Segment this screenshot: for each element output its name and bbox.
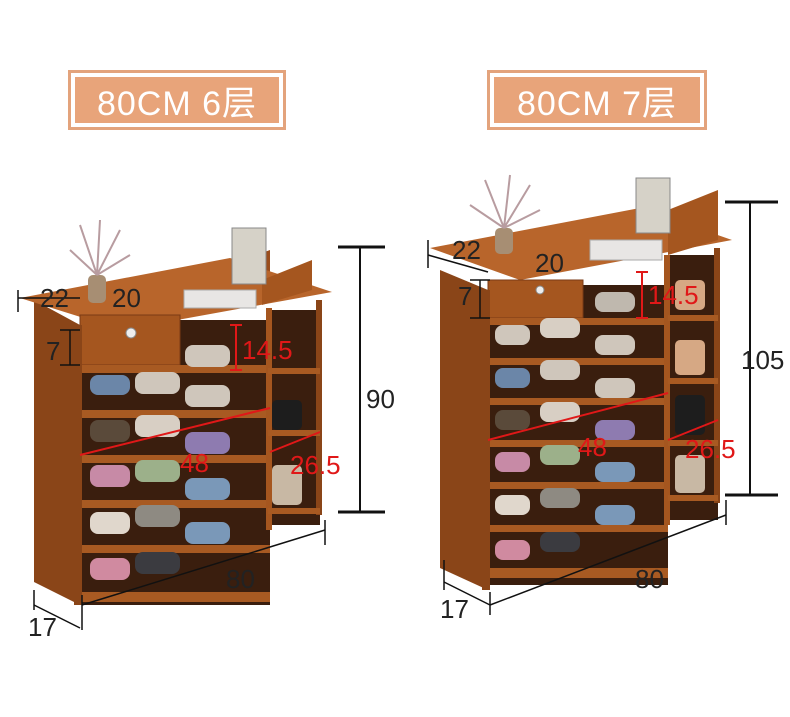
left-red-dimension-lines — [79, 324, 321, 456]
left-dimension-lines — [17, 245, 385, 630]
right-dimension-lines — [427, 200, 778, 615]
right-drawer-height-label: 7 — [458, 281, 473, 311]
left-side-width-label: 26.5 — [290, 450, 341, 480]
left-title-box: 80CM 6层 — [68, 70, 286, 130]
right-side-width-label: 26.5 — [685, 434, 736, 464]
right-drawer-width-label: 20 — [535, 248, 564, 278]
right-depth-label: 17 — [440, 594, 469, 624]
right-title-box: 80CM 7层 — [487, 70, 707, 130]
left-depth-label: 17 — [28, 612, 57, 642]
left-shelf-width-label: 48 — [180, 448, 209, 478]
right-red-dimension-lines — [487, 271, 719, 441]
right-width-label: 80 — [635, 564, 664, 594]
left-height-label: 90 — [366, 384, 395, 414]
left-gap-label: 14.5 — [242, 335, 293, 365]
left-width-label: 80 — [226, 564, 255, 594]
right-depth-top-label: 22 — [452, 235, 481, 265]
left-drawer-width-label: 20 — [112, 283, 141, 313]
right-shoe-cabinet — [430, 174, 732, 590]
left-depth-top-label: 22 — [40, 283, 69, 313]
right-gap-label: 14.5 — [648, 280, 699, 310]
left-drawer-height-label: 7 — [46, 336, 61, 366]
left-shoe-cabinet — [20, 219, 332, 605]
right-shelf-width-label: 48 — [578, 432, 607, 462]
right-height-label: 105 — [741, 345, 785, 375]
left-title: 80CM 6层 — [75, 77, 279, 123]
right-title: 80CM 7层 — [494, 77, 700, 123]
